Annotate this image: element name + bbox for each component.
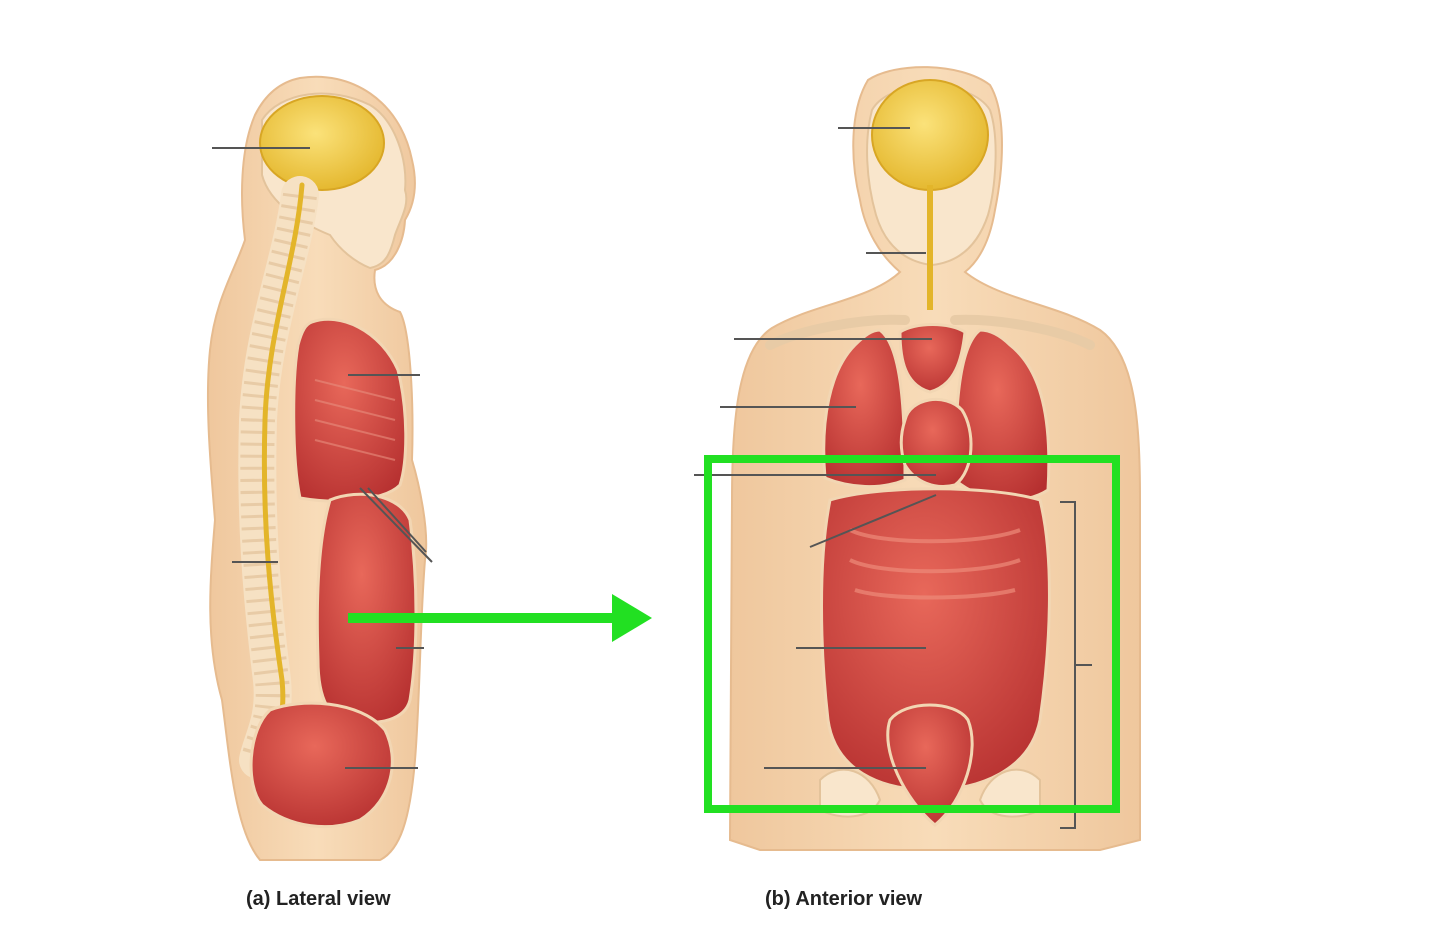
anterior-rib-hints <box>849 528 1021 600</box>
anterior-clavicles <box>765 314 1095 350</box>
highlight-box <box>704 455 1120 813</box>
lateral-pelvic-organ <box>249 701 394 829</box>
lateral-abdominal-organ <box>315 492 418 725</box>
anterior-mediastinum <box>898 323 967 394</box>
anterior-brain <box>871 79 989 191</box>
anterior-abdominal-organ <box>820 487 1051 792</box>
leader-line-diaphragm-1 <box>359 487 433 563</box>
anterior-left-lung <box>822 328 907 488</box>
anterior-leader-lines <box>694 127 937 769</box>
anterior-pelvic-organ <box>886 703 974 827</box>
anterior-pelvis <box>819 768 1041 818</box>
leader-line-diaphragm-b <box>809 494 937 548</box>
caption-lateral-view: (a) Lateral view <box>246 888 391 910</box>
lateral-leader-lines <box>212 147 433 769</box>
lateral-view <box>206 75 433 861</box>
lateral-brain <box>259 95 385 191</box>
caption-anterior-view: (b) Anterior view <box>765 888 923 910</box>
lateral-rib-hints <box>314 379 396 461</box>
green-arrow <box>348 594 652 642</box>
leader-line-diaphragm-2 <box>367 487 427 553</box>
abdominopelvic-bracket <box>1060 501 1092 829</box>
anterior-heart <box>899 397 973 488</box>
